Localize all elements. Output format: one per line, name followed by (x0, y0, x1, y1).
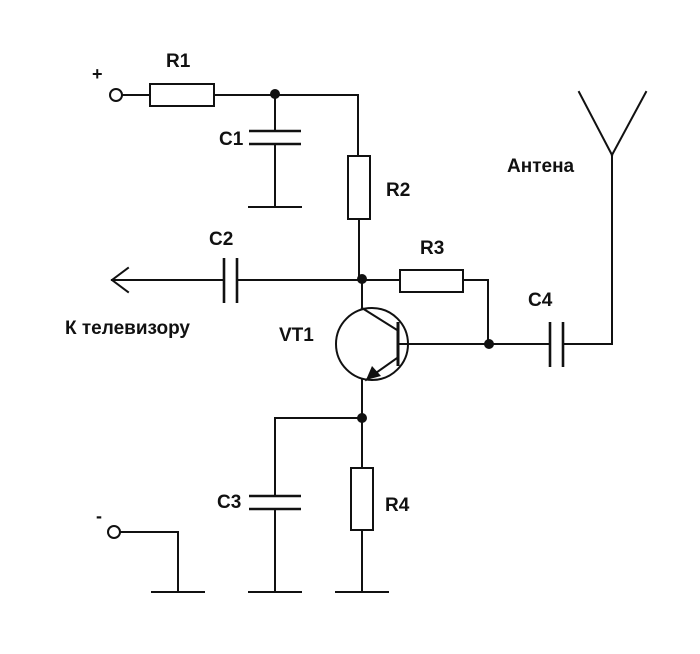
resistor-r1 (149, 83, 215, 107)
label-r2: R2 (386, 180, 410, 201)
antenna-right-arm (610, 90, 648, 157)
minus-sign: - (96, 506, 102, 526)
resistor-r3 (399, 269, 464, 293)
label-antenna: Антена (507, 156, 575, 177)
label-r4: R4 (385, 495, 410, 516)
label-r1: R1 (166, 51, 191, 72)
transistor-vt1-collector-lead (360, 306, 399, 332)
antenna-left-arm (577, 90, 614, 157)
plus-terminal (109, 88, 123, 102)
label-c1: C1 (219, 129, 244, 150)
label-c4: C4 (528, 290, 553, 311)
plus-sign: + (92, 64, 103, 84)
label-tv: К телевизору (65, 318, 190, 339)
resistor-r2 (347, 155, 371, 220)
output-arrow (110, 266, 130, 294)
label-r3: R3 (420, 238, 444, 259)
transistor-vt1-emitter-arrow (366, 366, 381, 380)
resistor-r4 (350, 467, 374, 531)
label-c2: C2 (209, 229, 233, 250)
label-vt1: VT1 (279, 325, 314, 346)
minus-terminal (107, 525, 121, 539)
label-c3: C3 (217, 492, 241, 513)
